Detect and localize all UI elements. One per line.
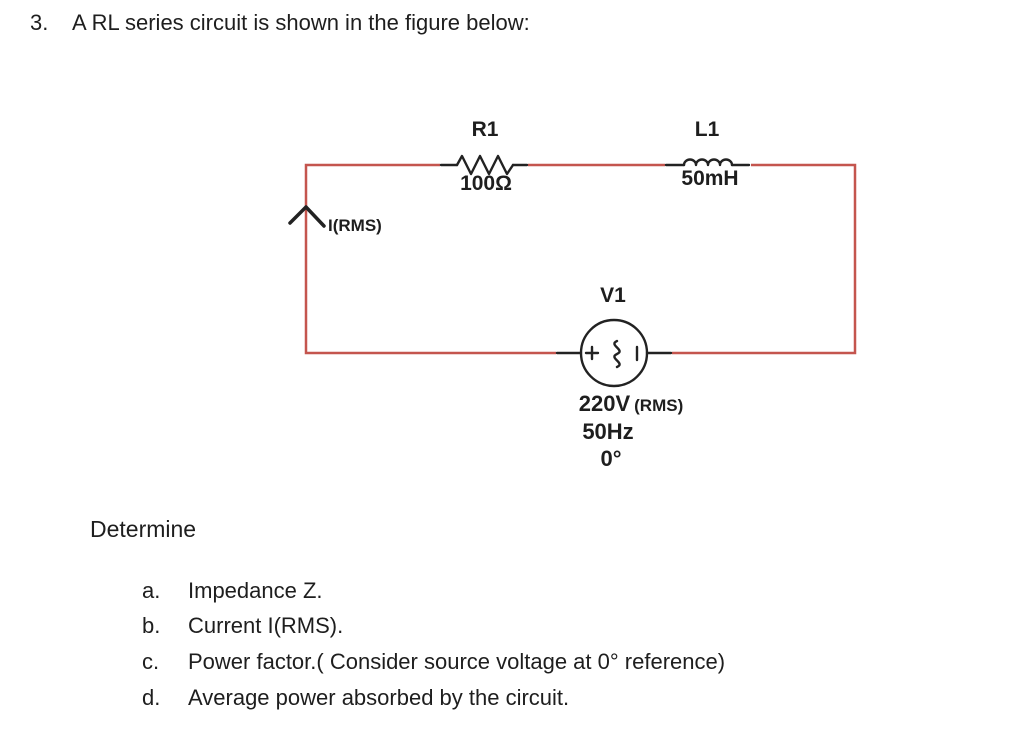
resistor-ref-label: R1: [471, 118, 499, 141]
source-ref-label: V1: [600, 284, 626, 307]
current-label: I(RMS): [328, 216, 382, 235]
question-c-letter: c.: [142, 649, 160, 674]
question-b-letter: b.: [142, 613, 161, 638]
source-frequency-label: 50Hz: [582, 419, 634, 444]
inductor-symbol: [664, 158, 751, 167]
source-voltage-qualifier: (RMS): [634, 396, 684, 415]
source-voltage-label: 220V(RMS): [579, 391, 684, 417]
current-arrow-icon: [288, 205, 326, 228]
question-a-letter: a.: [142, 578, 161, 603]
source-voltage-value: 220V: [578, 391, 631, 416]
resistor-value-label: 100Ω: [460, 172, 512, 195]
question-b-text: Current I(RMS).: [188, 613, 344, 638]
question-c-text: Power factor.( Consider source voltage a…: [188, 649, 726, 674]
resistor-symbol: [439, 154, 529, 176]
source-phase-label: 0°: [600, 446, 622, 471]
question-d-letter: d.: [142, 685, 161, 710]
plus-sign-icon: [584, 345, 600, 361]
determine-heading: Determine: [90, 516, 197, 542]
problem-statement: A RL series circuit is shown in the figu…: [72, 10, 530, 35]
question-d-text: Average power absorbed by the circuit.: [188, 685, 570, 710]
problem-number: 3.: [30, 10, 49, 35]
inductor-ref-label: L1: [694, 118, 720, 141]
inductor-value-label: 50mH: [681, 167, 739, 190]
sine-wave-icon: [613, 339, 621, 369]
inductor-cover: [665, 149, 751, 173]
question-a-text: Impedance Z.: [188, 578, 323, 603]
ac-source-symbol: [555, 318, 673, 388]
